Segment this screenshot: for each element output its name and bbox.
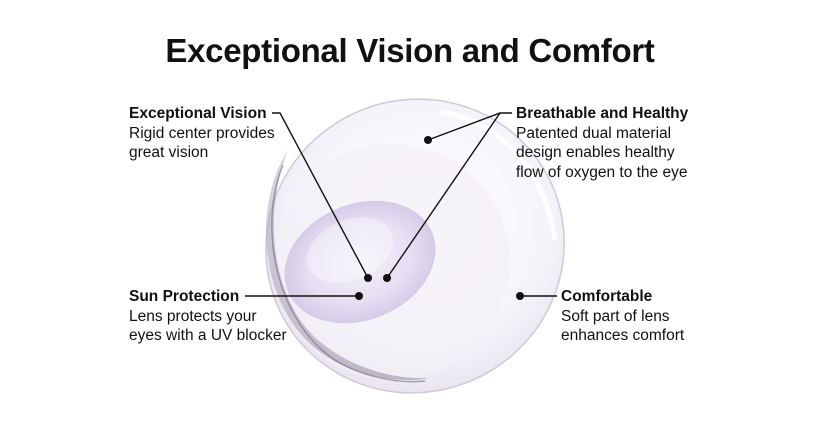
callout-description: Lens protects your eyes with a UV blocke… — [129, 307, 287, 345]
callout-heading: Comfortable — [561, 288, 653, 305]
callout-description: Patented dual material design enables he… — [516, 124, 688, 181]
callout-heading: Exceptional Vision — [129, 105, 267, 122]
vision-dot — [364, 274, 372, 282]
vision-line — [272, 112, 369, 279]
breathable-line-lower — [386, 112, 501, 279]
callout-heading: Sun Protection — [129, 288, 240, 305]
callout-breathable: Breathable and Healthy Patented dual mat… — [516, 104, 688, 182]
comfort-dot — [516, 292, 524, 300]
sun-dot — [355, 292, 363, 300]
callout-exceptional-vision: Exceptional Vision Rigid center provides… — [129, 104, 275, 163]
marker-dots — [355, 136, 524, 300]
callout-description: Soft part of lens enhances comfort — [561, 307, 685, 345]
callout-lines — [245, 112, 557, 297]
callout-heading: Breathable and Healthy — [516, 105, 689, 122]
callout-description: Rigid center provides great vision — [129, 124, 275, 162]
callout-comfortable: Comfortable Soft part of lens enhances c… — [561, 287, 684, 346]
callout-sun-protection: Sun Protection Lens protects your eyes w… — [129, 287, 287, 346]
lens-body — [265, 98, 565, 394]
breathable-dot-center — [383, 274, 391, 282]
breathable-dot-upper — [424, 136, 432, 144]
diagram-title: Exceptional Vision and Comfort — [165, 32, 655, 69]
